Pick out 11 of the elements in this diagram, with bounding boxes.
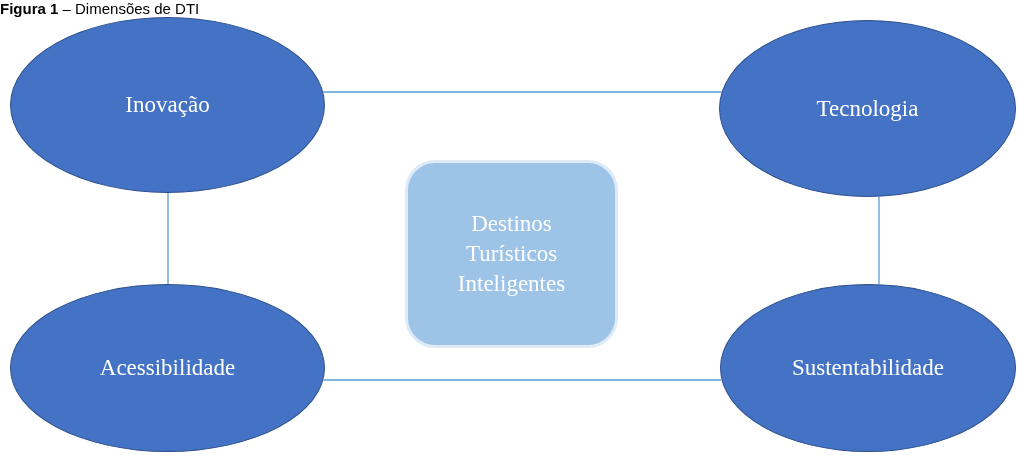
node-label: Sustentabilidade <box>792 354 944 382</box>
connector-line <box>878 196 880 285</box>
connector-line <box>322 379 723 381</box>
node-label: Tecnologia <box>816 94 919 123</box>
node-label: Inovação <box>125 91 210 119</box>
node-label: Destinos Turísticos Inteligentes <box>456 210 567 298</box>
node-label: Acessibilidade <box>99 354 236 382</box>
figure-title: Figura 1 – Dimensões de DTI <box>0 0 200 18</box>
connector-line <box>322 91 723 93</box>
connector-line <box>167 192 169 285</box>
center-box <box>405 160 618 348</box>
